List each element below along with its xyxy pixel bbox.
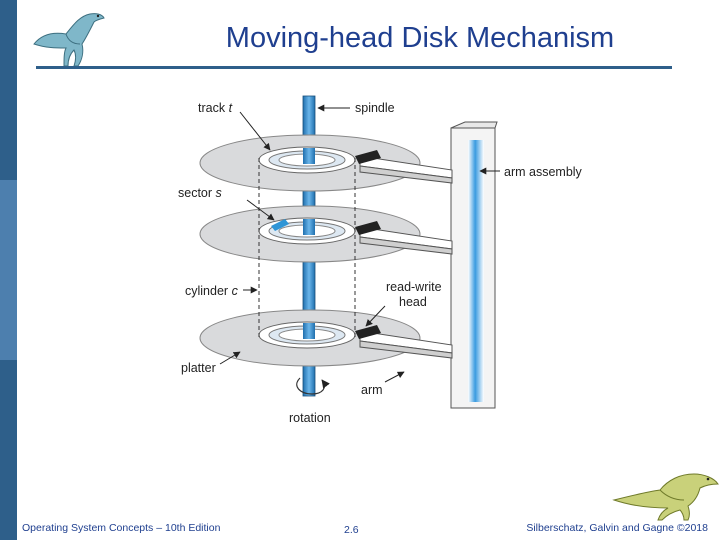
- label-cylinder: cylinder c: [185, 284, 239, 298]
- label-track: track t: [198, 101, 233, 115]
- label-read-write-line2: head: [399, 295, 427, 309]
- arm-arrow: [384, 371, 405, 383]
- rotation-arrow: [296, 377, 330, 395]
- label-rotation: rotation: [289, 411, 331, 425]
- sidebar-accent-segment: [0, 180, 17, 360]
- footer-page-number: 2.6: [344, 524, 359, 536]
- footer-authors: Silberschatz, Galvin and Gagne ©2018: [526, 522, 708, 534]
- track-arrow: [239, 111, 271, 151]
- read-write-arrow: [365, 305, 386, 327]
- read-write-head-top: [355, 150, 381, 164]
- label-arm-assembly: arm assembly: [504, 165, 583, 179]
- sector-arrow: [246, 199, 275, 221]
- slide-title: Moving-head Disk Mechanism: [225, 22, 615, 54]
- arm-assembly-highlight: [468, 140, 484, 402]
- sector-highlight: [271, 219, 289, 231]
- label-sector: sector s: [178, 186, 222, 200]
- dinosaur-logo-left-icon: [33, 13, 105, 67]
- footer-course-title: Operating System Concepts – 10th Edition: [22, 522, 221, 534]
- label-spindle: spindle: [355, 101, 395, 115]
- title-underline: [36, 66, 672, 69]
- label-read-write-line1: read-write: [386, 280, 442, 294]
- label-arm: arm: [361, 383, 383, 397]
- left-sidebar-bar: [0, 0, 17, 540]
- platter-arrow: [219, 351, 241, 365]
- label-platter: platter: [181, 361, 216, 375]
- read-write-head-bottom: [355, 325, 381, 339]
- read-write-head-middle: [355, 221, 381, 235]
- dinosaur-logo-right-icon: [612, 473, 719, 521]
